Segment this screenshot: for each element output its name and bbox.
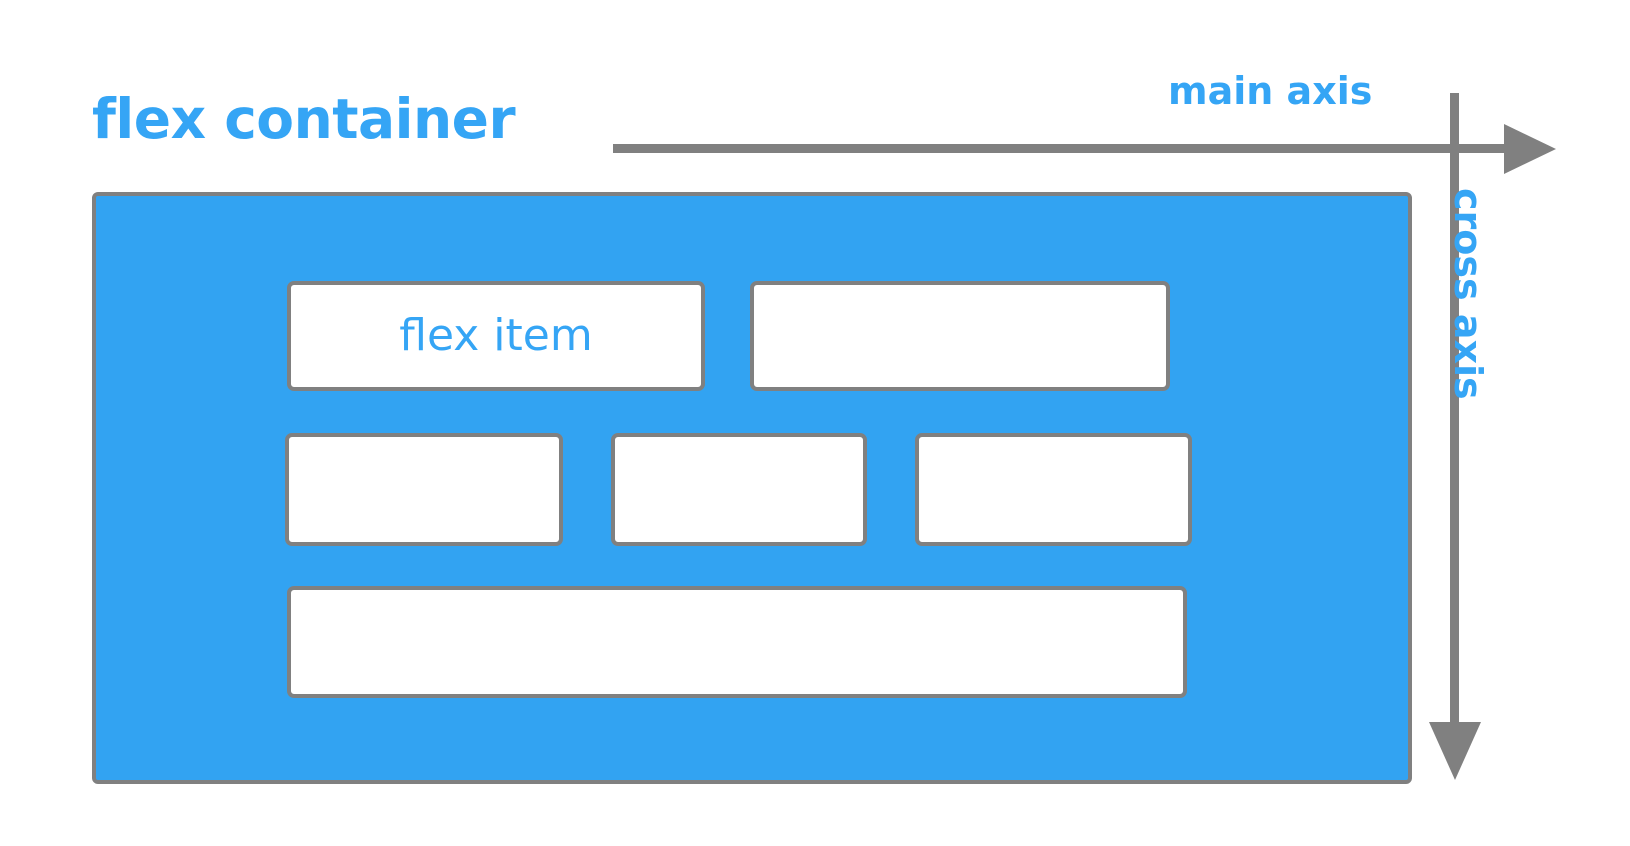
cross-axis-label: cross axis: [1446, 188, 1490, 400]
flex-container-box: flex item: [92, 192, 1412, 784]
flex-row-2: [285, 433, 1192, 546]
main-axis-arrowhead-icon: [1504, 124, 1556, 174]
flex-item: [285, 433, 563, 546]
flex-rows: flex item: [96, 196, 1408, 780]
flex-row-1: flex item: [287, 281, 1170, 391]
flex-item: [287, 586, 1187, 698]
flex-container-label: flex container: [92, 87, 516, 151]
flex-item: [915, 433, 1192, 546]
cross-axis-arrowhead-icon: [1429, 722, 1481, 780]
cross-axis-line: [1450, 93, 1459, 727]
flex-item: [611, 433, 867, 546]
main-axis-line: [613, 144, 1510, 153]
main-axis-label: main axis: [1168, 69, 1373, 113]
flex-item: [750, 281, 1170, 391]
flex-item: flex item: [287, 281, 705, 391]
flex-row-3: [287, 586, 1187, 698]
flex-item-label: flex item: [399, 310, 593, 361]
